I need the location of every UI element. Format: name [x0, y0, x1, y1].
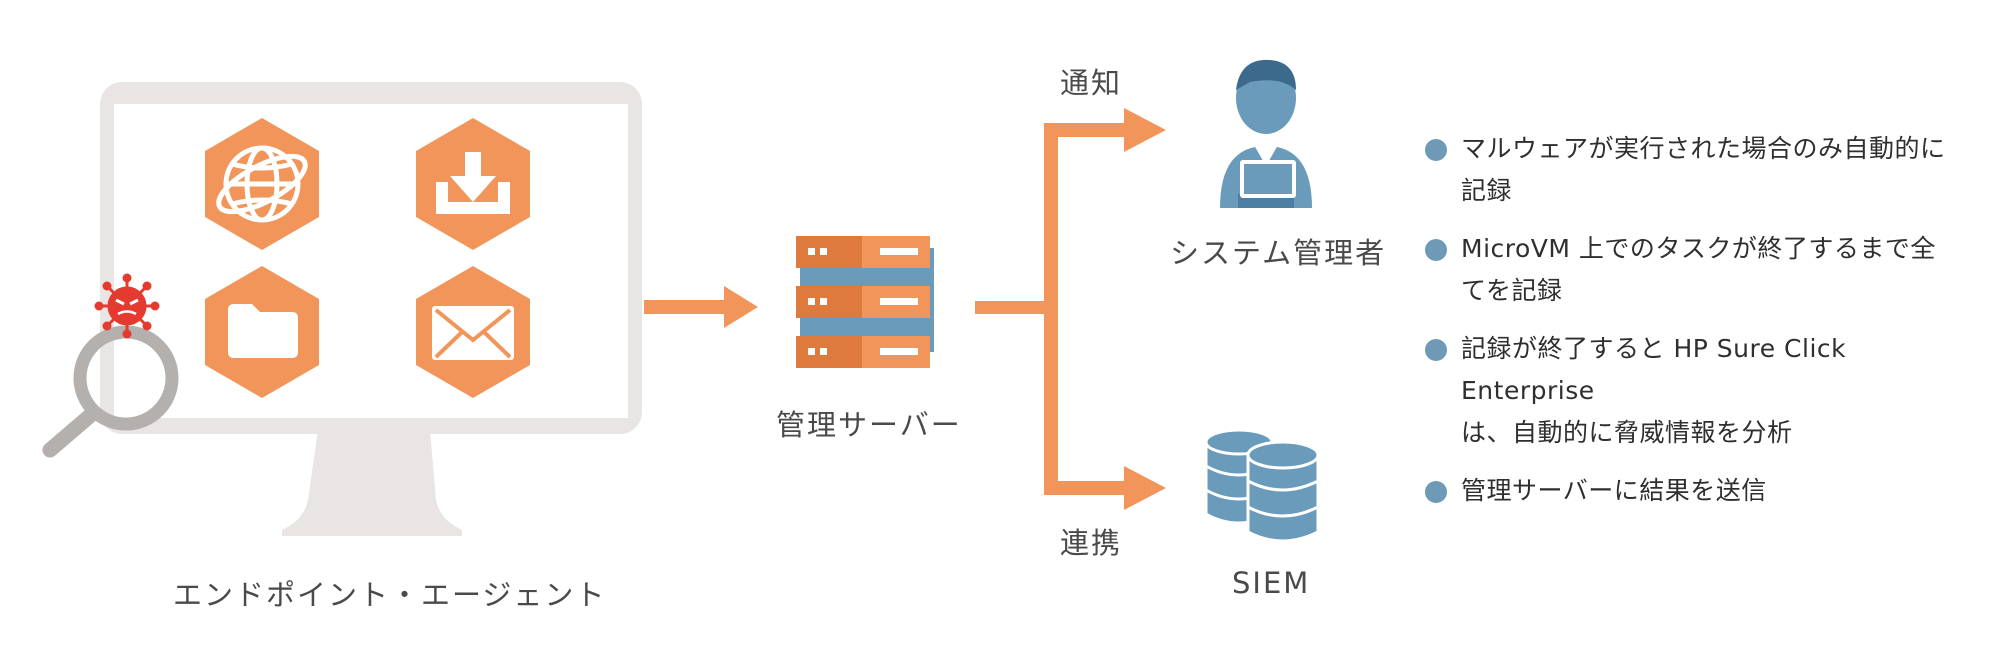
download-icon — [436, 152, 510, 214]
download-tile — [416, 118, 530, 250]
endpoint-monitor — [100, 82, 642, 536]
list-item-line1: 管理サーバーに結果を送信 — [1461, 476, 1767, 505]
administrator-icon — [1220, 59, 1312, 208]
list-item-line1: 記録が終了すると HP Sure Click Enterprise — [1461, 334, 1847, 405]
siem-label: SIEM — [1232, 566, 1311, 600]
branch-arrows — [975, 108, 1166, 510]
mail-tile — [416, 266, 530, 398]
list-item: 管理サーバーに結果を送信 — [1425, 470, 1985, 512]
list-item-line2: てを記録 — [1461, 276, 1563, 305]
globe-tile — [205, 118, 319, 250]
server-label: 管理サーバー — [776, 408, 962, 442]
notify-label: 通知 — [1060, 66, 1123, 100]
server-icon — [796, 236, 934, 368]
list-item-line1: MicroVM 上でのタスクが終了するまで全 — [1461, 234, 1936, 263]
feature-list: マルウェアが実行された場合のみ自動的に 記録 MicroVM 上でのタスクが終了… — [1425, 128, 1985, 528]
arrow-to-server — [644, 286, 758, 328]
list-item-line1: マルウェアが実行された場合のみ自動的に — [1461, 134, 1946, 163]
folder-tile — [205, 266, 319, 398]
folder-icon — [228, 304, 298, 358]
admin-label: システム管理者 — [1170, 236, 1387, 270]
monitor-stand — [282, 430, 462, 536]
list-item-line2: は、自動的に脅威情報を分析 — [1461, 418, 1793, 447]
mail-icon — [432, 306, 514, 360]
bullet-dot — [1425, 139, 1447, 161]
endpoint-label: エンドポイント・エージェント — [173, 578, 607, 612]
list-item: MicroVM 上でのタスクが終了するまで全 てを記録 — [1425, 228, 1985, 312]
bullet-dot — [1425, 239, 1447, 261]
bullet-dot — [1425, 481, 1447, 503]
list-item-line2: 記録 — [1461, 176, 1513, 205]
bullet-dot — [1425, 339, 1447, 361]
database-icon — [1204, 428, 1320, 543]
integrate-label: 連携 — [1060, 526, 1123, 560]
globe-icon — [216, 145, 308, 223]
list-item: マルウェアが実行された場合のみ自動的に 記録 — [1425, 128, 1985, 212]
virus-icon — [94, 273, 160, 339]
monitor-screen — [114, 104, 628, 418]
list-item: 記録が終了すると HP Sure Click Enterprise は、自動的に… — [1425, 328, 1985, 454]
